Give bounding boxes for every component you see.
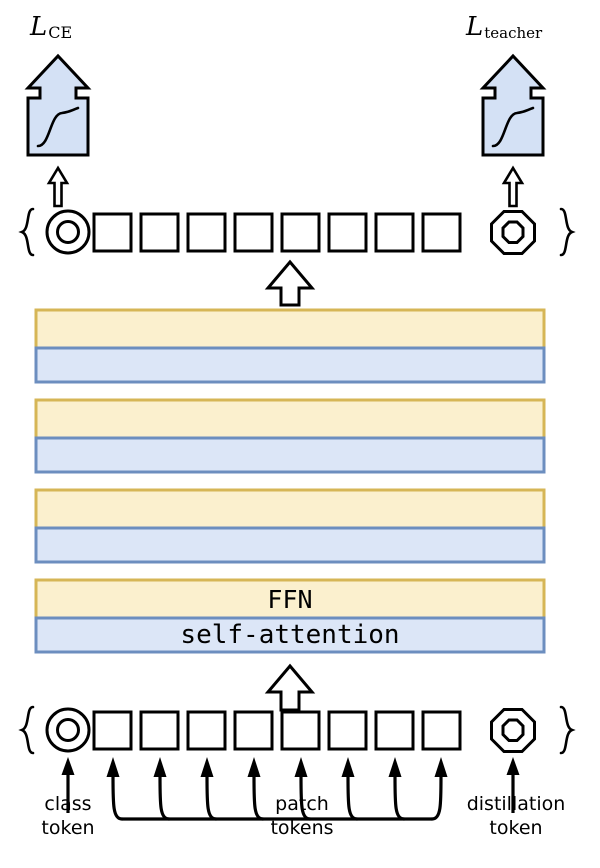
caption-distillation-token: distillation token [448, 793, 584, 841]
input-patch-token [421, 710, 462, 751]
right-brace [559, 207, 576, 257]
sigmoid-curve-icon [36, 106, 80, 148]
output-patch-token [186, 212, 227, 253]
caption-distillation-token-line1: distillation [466, 793, 566, 815]
output-patch-token [374, 212, 415, 253]
ffn-block [34, 488, 546, 530]
caption-class-token: class token [8, 793, 128, 841]
output-token-row [18, 207, 576, 257]
input-patch-token [374, 710, 415, 751]
output-patch-token [280, 212, 321, 253]
sigmoid-curve-icon [491, 106, 535, 148]
input-class-token [45, 707, 91, 753]
output-patch-token [421, 212, 462, 253]
ffn-block [34, 308, 546, 350]
input-patch-token [280, 710, 321, 751]
right-brace [559, 705, 576, 755]
cross-entropy-loss-label: LCE [30, 14, 72, 41]
loss-subscript: CE [48, 23, 73, 42]
arrow-patch-tokens-fanout [106, 757, 448, 821]
input-patch-token [186, 710, 227, 751]
left-brace [18, 705, 35, 755]
ffn-block [34, 578, 546, 620]
transformer-layer-2 [34, 398, 546, 474]
caption-class-token-line2: token [41, 816, 95, 839]
input-patch-token [327, 710, 368, 751]
input-token-row [18, 705, 576, 755]
ffn-label: FFN [267, 585, 313, 614]
input-patch-token [139, 710, 180, 751]
transformer-layer-1 [34, 308, 546, 384]
output-patch-token [233, 212, 274, 253]
input-distillation-token [490, 708, 536, 753]
caption-distillation-token-line2: token [489, 816, 543, 839]
self-attention-block [34, 616, 546, 654]
output-patch-token [139, 212, 180, 253]
output-distillation-token [490, 210, 536, 255]
softmax-arrow-shape [24, 53, 92, 157]
ffn-block [34, 398, 546, 440]
caption-class-token-line1: class [44, 793, 92, 815]
cross-entropy-loss-block [24, 53, 92, 157]
arrow-class-token [61, 757, 75, 813]
transformer-layer-3 [34, 488, 546, 564]
teacher-loss-label: Lteacher [466, 14, 542, 41]
self-attention-label: self-attention [180, 620, 400, 650]
arrow-distillation-token [506, 757, 520, 813]
self-attention-block [34, 346, 546, 384]
caption-patch-tokens-line1: patch [275, 793, 329, 815]
caption-patch-tokens: patch tokens [217, 793, 387, 841]
left-brace [18, 207, 35, 257]
transformer-layer-4 [34, 578, 546, 654]
arrow-transformer-to-output [264, 259, 316, 307]
caption-patch-tokens-line2: tokens [270, 816, 334, 839]
arrow-to-cross-entropy-loss [46, 165, 70, 208]
self-attention-block [34, 526, 546, 564]
loss-symbol: L [30, 12, 48, 42]
loss-symbol: L [466, 12, 484, 42]
input-patch-token [92, 710, 133, 751]
softmax-arrow-shape [479, 53, 547, 157]
teacher-loss-block [479, 53, 547, 157]
self-attention-block [34, 436, 546, 474]
arrow-input-to-transformer [264, 663, 316, 712]
output-patch-token [327, 212, 368, 253]
output-class-token [45, 209, 91, 255]
output-patch-token [92, 212, 133, 253]
arrow-to-teacher-loss [501, 165, 525, 208]
input-patch-token [233, 710, 274, 751]
loss-subscript: teacher [484, 24, 543, 42]
